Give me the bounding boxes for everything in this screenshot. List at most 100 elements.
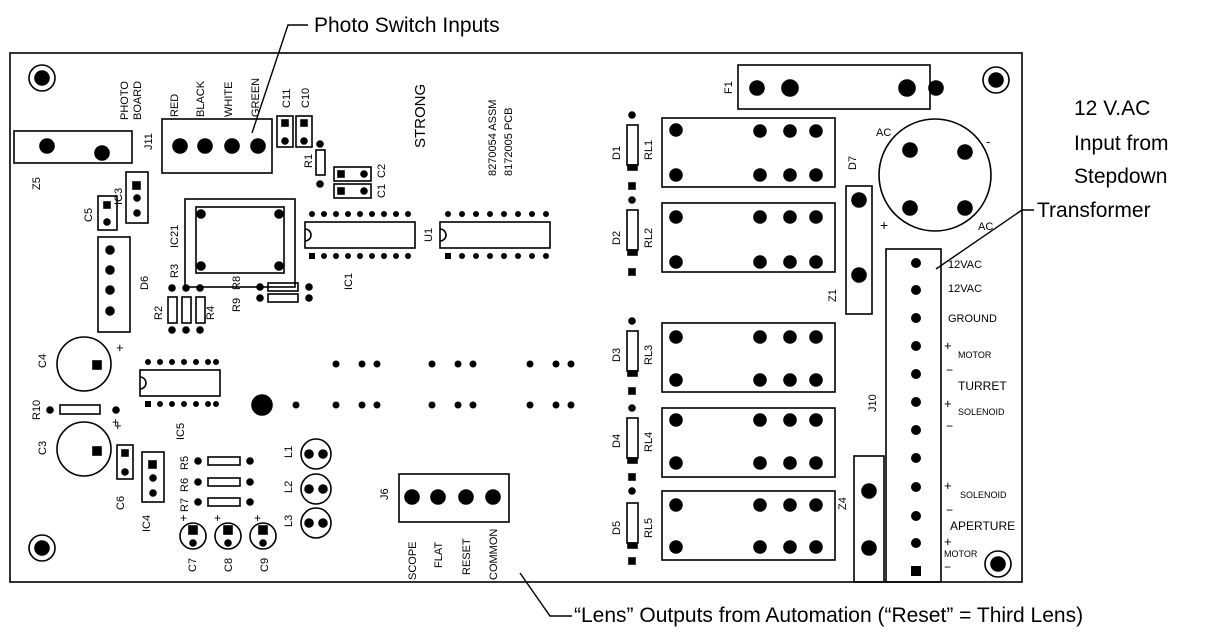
relay-rl4 (626, 404, 836, 481)
r10-plus: + (112, 415, 119, 429)
ic5 (139, 369, 221, 397)
c4 (56, 336, 112, 392)
d7-bridge (878, 118, 992, 232)
c3 (56, 421, 112, 477)
ref-c4: C4 (37, 354, 49, 368)
callout-lens-outputs: “Lens” Outputs from Automation (“Reset” … (574, 604, 1084, 627)
callout-ac-line-2: Input from (1074, 132, 1169, 155)
pin-scope: SCOPE (407, 541, 419, 580)
pin-reset: RESET (461, 538, 473, 575)
ref-ic3: IC3 (113, 188, 125, 205)
ref-c6: C6 (115, 496, 127, 510)
relay-rl3 (626, 317, 836, 395)
pin-common: COMMON (488, 529, 500, 580)
ref-l2: L2 (283, 481, 295, 493)
ref-d4: D4 (611, 434, 623, 448)
c3-plus: + (114, 418, 122, 433)
ref-d3: D3 (611, 348, 623, 362)
z4 (853, 455, 885, 583)
ref-c2: C2 (376, 164, 388, 178)
j10-motor-2: MOTOR (944, 549, 978, 559)
ref-l1: L1 (283, 446, 295, 458)
j10-minus-1: − (946, 363, 953, 377)
ref-rl2: RL2 (643, 228, 655, 248)
ref-c10: C10 (300, 88, 312, 108)
ic4 (141, 451, 165, 503)
via-holes (292, 360, 575, 409)
pin-flat: FLAT (433, 542, 445, 568)
ref-d2: D2 (611, 231, 623, 245)
leader-lines (251, 24, 1034, 617)
callout-ac-line-1: 12 V.AC (1074, 97, 1151, 120)
ref-rl1: RL1 (643, 140, 655, 160)
ref-rl5: RL5 (643, 518, 655, 538)
c8-plus: + (214, 511, 221, 525)
ref-l3: L3 (283, 515, 295, 527)
j10-aperture: APERTURE (950, 519, 1015, 533)
ref-ic4: IC4 (141, 515, 153, 532)
ref-u1: U1 (423, 228, 435, 242)
j10-solenoid-1: SOLENOID (958, 407, 1005, 417)
ref-j11: J11 (143, 133, 155, 150)
wire-green: GREEN (250, 78, 262, 117)
ref-c9: C9 (259, 558, 271, 572)
ref-r7: R7 (179, 498, 191, 512)
c4-plus: + (116, 340, 124, 355)
ref-d1: D1 (611, 146, 623, 160)
brand-strong: STRONG (412, 84, 429, 148)
z5-component (13, 130, 133, 164)
ref-r4: R4 (205, 306, 217, 320)
u1 (439, 221, 551, 249)
assy-number: 8270054 ASSM (487, 100, 499, 176)
relay-bank (626, 111, 836, 565)
relay-rl1 (626, 111, 836, 190)
ref-rl4: RL4 (643, 432, 655, 452)
ref-c11: C11 (281, 89, 293, 108)
ref-r10: R10 (31, 400, 43, 420)
ic1 (304, 221, 416, 249)
wire-red: RED (169, 94, 181, 117)
pcb-number: 8172005 PCB (503, 108, 515, 177)
ref-r8: R8 (231, 276, 243, 290)
j10-plus-3: + (944, 478, 952, 493)
j10-ground: GROUND (948, 313, 997, 325)
ref-f1: F1 (723, 81, 735, 94)
ref-c3: C3 (37, 441, 49, 455)
j10-minus-3: − (946, 503, 953, 517)
ref-j6: J6 (379, 488, 391, 500)
d7-plus: + (880, 217, 888, 233)
d7-minus: - (986, 134, 990, 149)
wire-white: WHITE (223, 82, 235, 117)
ref-d5: D5 (611, 521, 623, 535)
label-board: BOARD (132, 81, 144, 120)
j10-12vac-1: 12VAC (948, 259, 982, 271)
relay-rl2 (626, 196, 836, 276)
ref-r6: R6 (179, 478, 191, 492)
ref-r1: R1 (303, 154, 315, 168)
relay-rl5 (626, 487, 836, 565)
callout-photo-switch: Photo Switch Inputs (314, 14, 500, 37)
j10-minus-4: − (944, 560, 951, 574)
ref-ic5: IC5 (175, 423, 187, 440)
j10-minus-2: − (946, 419, 953, 433)
ref-z5: Z5 (31, 177, 43, 190)
callout-ac-line-4: Transformer (1037, 199, 1151, 222)
z1 (845, 185, 873, 315)
ref-r3: R3 (169, 264, 181, 278)
j11-connector (161, 118, 273, 174)
board-outline (9, 52, 1023, 583)
j6-connector (398, 473, 510, 523)
ref-ic21: IC21 (169, 225, 181, 248)
d7-ac-top: AC (876, 127, 891, 139)
ic3 (125, 171, 149, 224)
j10-motor-1: MOTOR (958, 350, 992, 360)
ref-c7: C7 (187, 558, 199, 572)
ref-c1: C1 (376, 184, 388, 198)
mounting-holes (28, 64, 1012, 578)
c7-plus: + (180, 511, 187, 525)
wire-black: BLACK (195, 80, 207, 117)
j10-plus-1: + (944, 338, 952, 353)
ref-j10: J10 (867, 394, 879, 412)
